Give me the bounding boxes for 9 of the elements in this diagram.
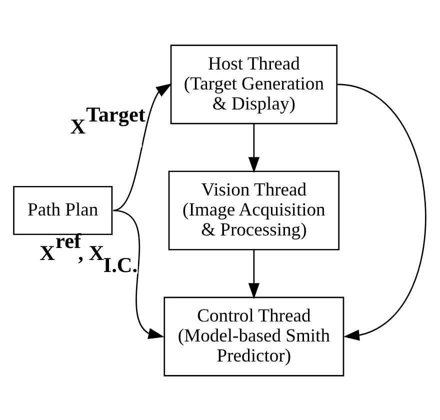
arrow: [337, 83, 426, 340]
arrow: [248, 249, 260, 299]
arrow: [113, 82, 172, 211]
arrow: [248, 123, 260, 173]
node-box: Vision Thread (Image Acquisition & Processing): [168, 170, 340, 250]
arrow: [113, 209, 164, 339]
node-box: Host Thread (Target Generation & Display): [170, 44, 338, 124]
node-box: Path Plan: [13, 185, 113, 235]
node-box: Control Thread (Model-based Smith Predictor): [164, 296, 344, 376]
